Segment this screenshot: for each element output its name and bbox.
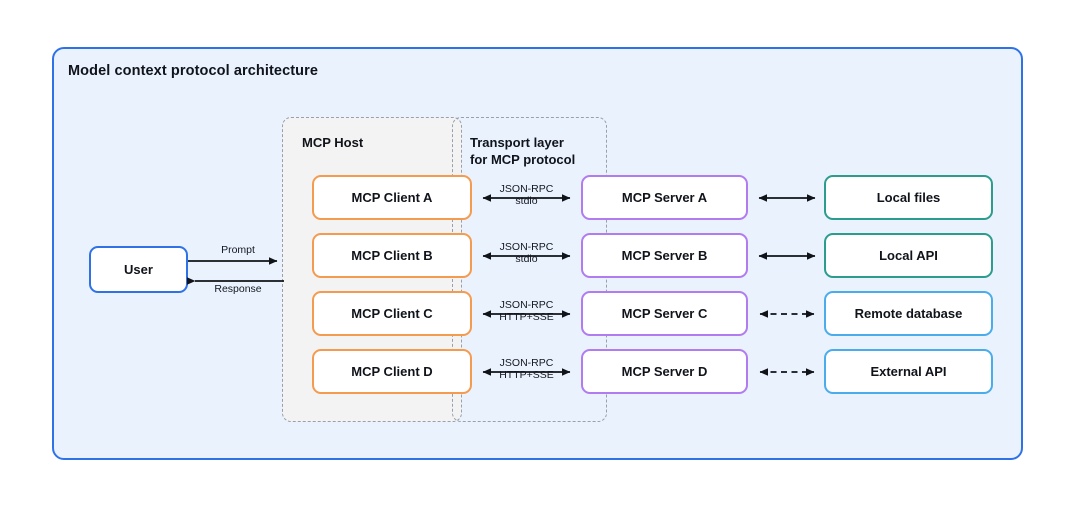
user-host-connectors	[187, 257, 284, 285]
node-mcp-client-c[interactable]: MCP Client C	[312, 291, 472, 336]
page-title: Model context protocol architecture	[68, 63, 319, 79]
node-mcp-server-c[interactable]: MCP Server C	[581, 291, 748, 336]
connector-client-b-server-b	[482, 252, 571, 260]
node-remote-database[interactable]: Remote database	[824, 291, 993, 336]
node-mcp-server-b[interactable]: MCP Server B	[581, 233, 748, 278]
node-external-api[interactable]: External API	[824, 349, 993, 394]
connector-client-a-server-a	[482, 194, 571, 202]
connector-label-response: Response	[214, 283, 262, 295]
group-transport-layer-label: Transport layer for MCP protocol	[470, 135, 576, 167]
connector-label-transport-c: JSON-RPC HTTP+SSE	[499, 299, 554, 323]
connector-server-c-remote-database	[759, 310, 815, 318]
node-mcp-client-a[interactable]: MCP Client A	[312, 175, 472, 220]
connector-client-d-server-d	[482, 368, 571, 376]
connector-label-transport-a: JSON-RPC stdio	[499, 183, 554, 207]
group-mcp-host-label: MCP Host	[302, 135, 364, 150]
node-mcp-client-b[interactable]: MCP Client B	[312, 233, 472, 278]
connector-server-b-local-api	[758, 252, 816, 260]
node-mcp-server-d[interactable]: MCP Server D	[581, 349, 748, 394]
node-user[interactable]: User	[89, 246, 188, 293]
connector-server-a-local-files	[758, 194, 816, 202]
connector-server-d-external-api	[759, 368, 815, 376]
node-mcp-server-a[interactable]: MCP Server A	[581, 175, 748, 220]
connector-label-prompt: Prompt	[221, 244, 255, 256]
node-local-files[interactable]: Local files	[824, 175, 993, 220]
node-mcp-client-d[interactable]: MCP Client D	[312, 349, 472, 394]
node-local-api[interactable]: Local API	[824, 233, 993, 278]
connector-label-transport-d: JSON-RPC HTTP+SSE	[499, 357, 554, 381]
connector-label-transport-b: JSON-RPC stdio	[499, 241, 554, 265]
connector-client-c-server-c	[482, 310, 571, 318]
